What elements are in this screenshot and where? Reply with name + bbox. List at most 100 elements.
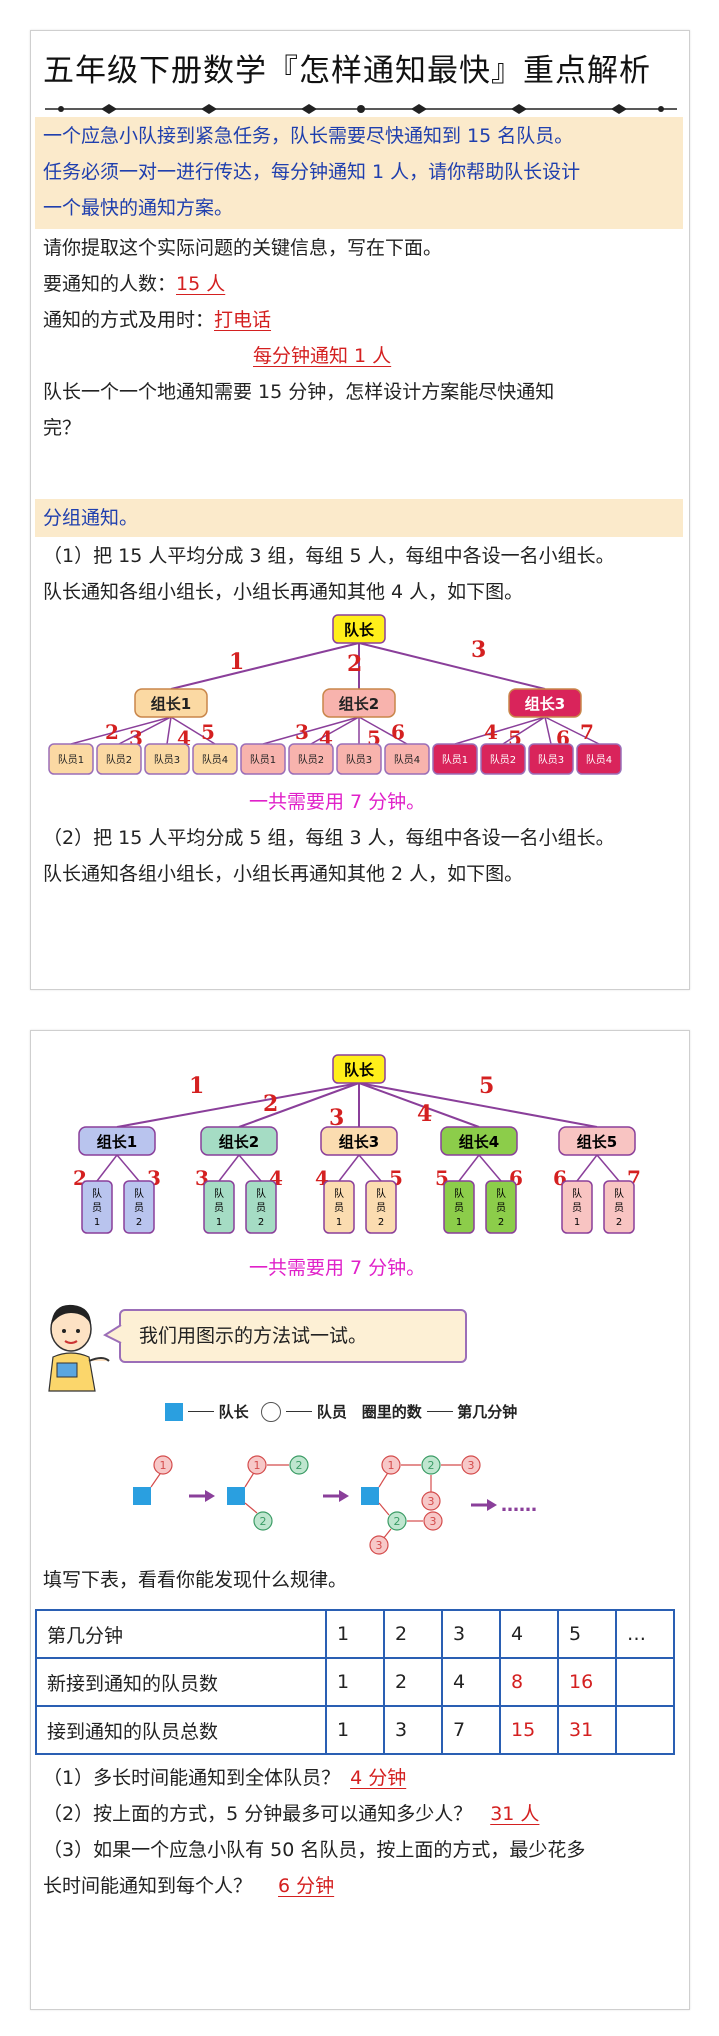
edge-group-member <box>458 1154 480 1182</box>
plan2-line-2: 队长通知各组小组长，小组长再通知其他 2 人，如下图。 <box>43 863 524 885</box>
member-label-char: 队 <box>376 1187 386 1200</box>
member-node <box>245 1180 277 1234</box>
group-leader-node <box>78 1126 156 1156</box>
member-label-number: 1 <box>216 1217 222 1228</box>
member-node <box>323 1180 355 1234</box>
edge-group-member <box>116 1154 140 1182</box>
edge-minute-label: 1 <box>189 1073 204 1099</box>
minute-number: 3 <box>376 1539 383 1552</box>
member-minute-label: 5 <box>201 720 215 744</box>
member-label-char: 队 <box>572 1187 582 1200</box>
member-node <box>240 743 286 775</box>
member-label-char: 员 <box>256 1202 266 1214</box>
group-leader-node <box>322 688 396 718</box>
minute-number: 2 <box>296 1459 303 1472</box>
member-node <box>48 743 94 775</box>
leader-square-icon <box>227 1487 245 1505</box>
member-label-char: 员 <box>496 1202 506 1214</box>
problem-line-3: 一个最快的通知方案。 <box>43 197 234 219</box>
legend-circle-icon <box>261 1401 282 1422</box>
minute-number: 1 <box>254 1459 261 1472</box>
member-label-char: 员 <box>214 1202 224 1214</box>
member-label-char: 员 <box>614 1202 624 1214</box>
problem-line-1: 一个应急小队接到紧急任务，队长需要尽快通知到 15 名队员。 <box>43 125 574 147</box>
group-leader-node <box>440 1126 518 1156</box>
method-label: 通知的方式及用时： <box>43 309 215 331</box>
people-answer: 15 人 <box>176 273 226 295</box>
minute-number: 3 <box>468 1459 475 1472</box>
member-label-char: 队 <box>496 1187 506 1200</box>
edge-minute-label: 2 <box>347 651 362 677</box>
group-leader-label: 组长5 <box>577 1133 617 1151</box>
member-node <box>432 743 478 775</box>
member-label: 队员2 <box>298 753 324 766</box>
member-node <box>603 1180 635 1234</box>
edge-minute-label: 5 <box>479 1073 494 1099</box>
minute-number: 3 <box>428 1495 435 1508</box>
question-3-text2: 长时间能通知到每个人？ <box>43 1875 253 1897</box>
question-3-line-1: （3）如果一个应急小队有 50 名队员，按上面的方式，最少花多 <box>43 1839 586 1861</box>
legend-dash <box>187 1411 214 1412</box>
member-label-char: 队 <box>256 1187 266 1200</box>
member-label-number: 2 <box>616 1217 622 1228</box>
question-2-text: （2）按上面的方式，5 分钟最多可以通知多少人？ <box>43 1803 473 1825</box>
edge-group-member <box>358 1154 382 1182</box>
method-answer: 打电话 <box>214 309 272 331</box>
edge-leader-group <box>238 1082 360 1128</box>
question-1-answer: 4 分钟 <box>350 1767 407 1789</box>
member-node <box>288 743 334 775</box>
group-leader-label: 组长3 <box>339 1133 379 1151</box>
plan1-total: 一共需要用 7 分钟。 <box>249 791 426 813</box>
table-cell: 4 <box>441 1657 501 1707</box>
plan1-line-1: （1）把 15 人平均分成 3 组，每组 5 人，每组中各设一名小组长。 <box>43 545 615 567</box>
member-label: 队员3 <box>346 753 372 766</box>
member-label: 队员4 <box>202 753 228 766</box>
edge-leader-group <box>170 642 360 690</box>
legend-dash <box>426 1411 453 1412</box>
people-label: 要通知的人数： <box>43 273 177 295</box>
edge-group-member <box>478 1154 502 1182</box>
member-node <box>203 1180 235 1234</box>
table-cell: 2 <box>383 1657 443 1707</box>
table-cell: 3 <box>441 1609 501 1659</box>
extract-prompt: 请你提取这个实际问题的关键信息，写在下面。 <box>43 237 443 259</box>
edge-group-member <box>596 1154 620 1182</box>
minute-number: 3 <box>430 1515 437 1528</box>
member-circle <box>421 1455 441 1475</box>
edge-minute-label: 3 <box>471 637 486 663</box>
member-label-char: 队 <box>454 1187 464 1200</box>
table-cell: 5 <box>557 1609 617 1659</box>
member-label-number: 1 <box>336 1217 342 1228</box>
question-3-answer: 6 分钟 <box>278 1875 335 1897</box>
member-label: 队员1 <box>58 753 84 766</box>
member-label-char: 员 <box>376 1202 386 1214</box>
edge-group-member <box>454 716 546 745</box>
question-line-1: 队长一个一个地通知需要 15 分钟，怎样设计方案能尽快通知 <box>43 381 555 403</box>
group-leader-node <box>134 688 208 718</box>
edge-group-member <box>338 1154 360 1182</box>
member-node <box>480 743 526 775</box>
member-minute-label: 7 <box>580 720 594 744</box>
member-circle <box>247 1455 267 1475</box>
student-avatar-icon <box>48 1304 110 1392</box>
member-circle <box>289 1455 309 1475</box>
member-node <box>144 743 190 775</box>
leader-square-icon <box>361 1487 379 1505</box>
minute-number: 2 <box>394 1515 401 1528</box>
link-line <box>244 1502 258 1514</box>
member-label-number: 1 <box>94 1217 100 1228</box>
problem-line-2: 任务必须一对一进行传达，每分钟通知 1 人，请你帮助队长设计 <box>43 161 581 183</box>
edge-group-member <box>544 716 600 745</box>
plan1-line-2: 队长通知各组小组长，小组长再通知其他 4 人，如下图。 <box>43 581 524 603</box>
member-label: 队员2 <box>490 753 516 766</box>
member-circle <box>421 1491 441 1511</box>
edge-group-member <box>544 716 552 745</box>
member-label-char: 员 <box>454 1202 464 1214</box>
edge-group-member <box>166 716 172 745</box>
member-label-number: 1 <box>456 1217 462 1228</box>
table-cell: 7 <box>441 1705 501 1755</box>
